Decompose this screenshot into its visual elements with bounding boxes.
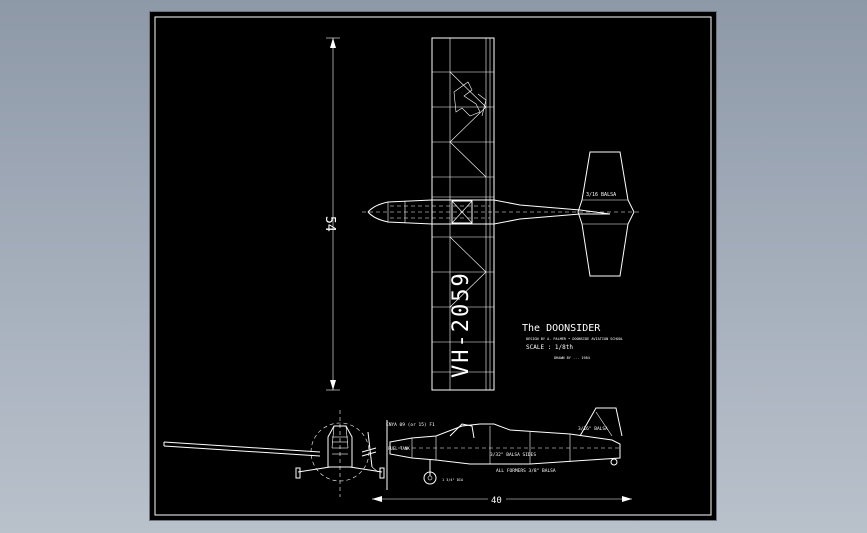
fuselage-top-view <box>362 199 640 225</box>
engine-note: ENYA 09 (or 15) F1 <box>386 422 435 428</box>
length-dimension: 40 <box>372 494 632 506</box>
model-plane-drawing: 54 VH-2059 <box>154 16 712 516</box>
drawing-note: DRAWN BY ... 1984 <box>554 356 590 360</box>
wheel-note: 1 3/4" DIA <box>442 478 464 482</box>
fin-material-label: 3/16" BALSA <box>578 426 608 432</box>
title-block: The DOONSIDER DESIGN BY A. PALMER • DOON… <box>522 323 623 360</box>
fuselage-sides-note: 3/32" BALSA SIDES <box>490 452 536 458</box>
side-view: 3/16" BALSA ENYA 09 (or 15) F1 FUEL TANK… <box>386 407 623 490</box>
drawing-scale: SCALE : 1/8th <box>526 344 573 351</box>
formers-note: ALL FORMERS 3/8" BALSA <box>496 468 556 474</box>
tailplane-top-view: 3/16 BALSA <box>577 151 635 277</box>
span-dimension-label: 54 <box>322 216 337 232</box>
cad-viewport[interactable]: 54 VH-2059 <box>150 12 716 520</box>
span-dimension: 54 <box>322 37 340 391</box>
length-dimension-label: 40 <box>491 496 502 506</box>
wing-top-view: VH-2059 <box>431 37 495 391</box>
registration-text: VH-2059 <box>449 271 474 378</box>
drawing-border <box>154 16 712 516</box>
drawing-subtitle: DESIGN BY A. PALMER • DOONSIDE AVIATION … <box>526 337 623 341</box>
tank-note: FUEL TANK <box>388 446 410 451</box>
drawing-title: The DOONSIDER <box>522 323 601 334</box>
front-view <box>163 410 385 497</box>
tailplane-material-label: 3/16 BALSA <box>586 192 616 198</box>
